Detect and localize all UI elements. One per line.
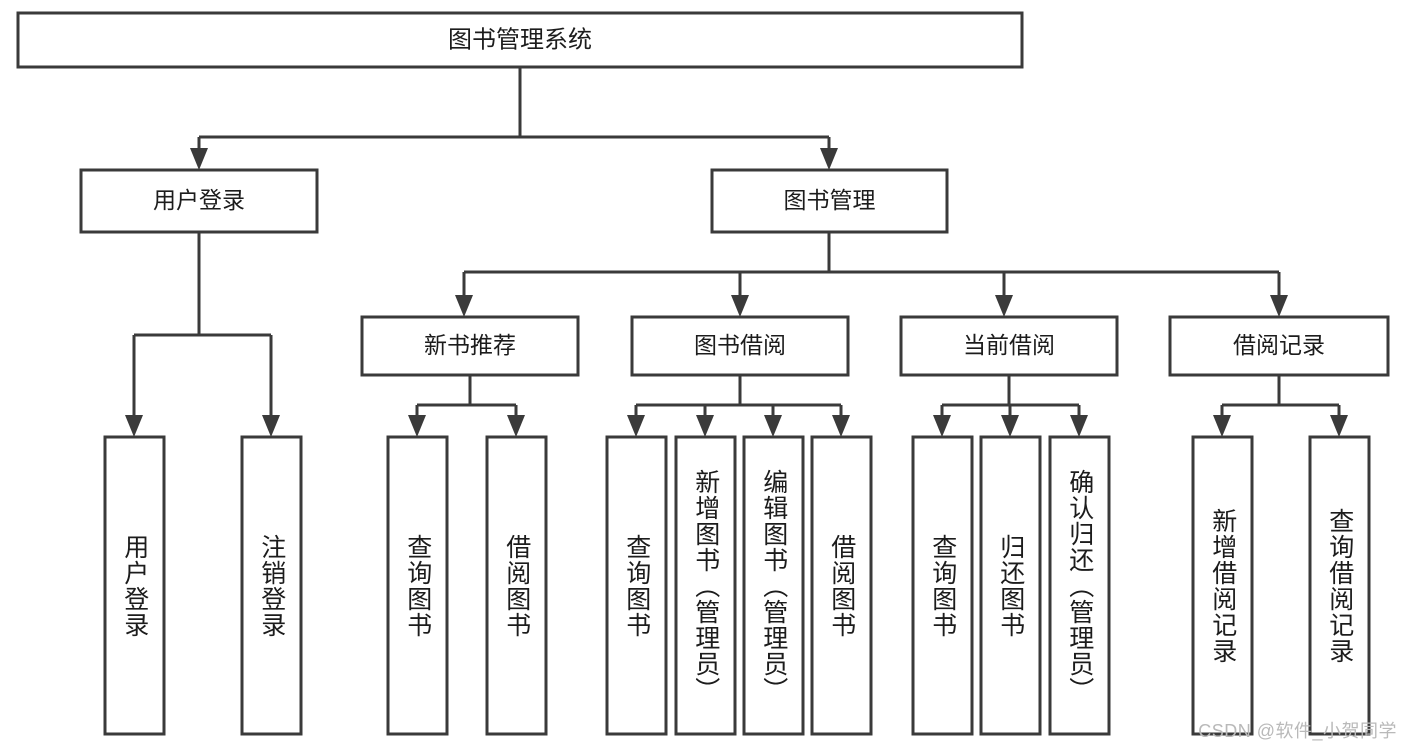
node-new-book-recommend-label: 新书推荐: [424, 332, 516, 358]
arrow-head-icon: [1330, 415, 1348, 437]
arrow-head-icon: [1270, 295, 1288, 317]
node-root-box[interactable]: [16, 11, 1024, 69]
node-leaf-query-record-box[interactable]: [1308, 435, 1371, 736]
node-leaf-user-login-box[interactable]: [103, 435, 166, 736]
node-leaf-logout-box[interactable]: [240, 435, 303, 736]
arrow-head-icon: [832, 415, 850, 437]
node-root-label: 图书管理系统: [448, 26, 592, 53]
arrow-head-icon: [1001, 415, 1019, 437]
node-current-borrow-box[interactable]: [899, 315, 1119, 377]
node-leaf-add-record-box[interactable]: [1191, 435, 1254, 736]
arrow-head-icon: [995, 295, 1013, 317]
node-leaf-borrow-book-2-box[interactable]: [810, 435, 873, 736]
node-book-management-label: 图书管理: [784, 187, 876, 213]
node-current-borrow-label: 当前借阅: [963, 332, 1055, 358]
arrow-head-icon: [933, 415, 951, 437]
arrow-head-icon: [764, 415, 782, 437]
node-leaf-borrow-book-1-box[interactable]: [485, 435, 548, 736]
arrow-head-icon: [455, 295, 473, 317]
node-borrow-record-label: 借阅记录: [1233, 332, 1325, 358]
node-leaf-query-book-1-box[interactable]: [386, 435, 449, 736]
node-user-login-label: 用户登录: [153, 187, 245, 213]
node-user-login-box[interactable]: [79, 168, 319, 234]
node-leaf-query-book-3-box[interactable]: [911, 435, 974, 736]
arrow-head-icon: [820, 148, 838, 170]
arrow-head-icon: [262, 415, 280, 437]
node-new-book-recommend-box[interactable]: [360, 315, 580, 377]
node-book-borrow-box[interactable]: [630, 315, 850, 377]
arrow-head-icon: [696, 415, 714, 437]
arrow-head-icon: [731, 295, 749, 317]
arrow-head-icon: [1070, 415, 1088, 437]
arrow-head-icon: [1213, 415, 1231, 437]
arrow-head-icon: [627, 415, 645, 437]
node-borrow-record-box[interactable]: [1168, 315, 1390, 377]
node-leaf-confirm-return-box[interactable]: [1048, 435, 1111, 736]
arrow-head-icon: [408, 415, 426, 437]
node-book-borrow-label: 图书借阅: [694, 332, 786, 358]
arrow-head-icon: [507, 415, 525, 437]
node-leaf-edit-book-box[interactable]: [742, 435, 805, 736]
arrow-head-icon: [125, 415, 143, 437]
arrow-head-icon: [190, 148, 208, 170]
node-leaf-return-book-box[interactable]: [979, 435, 1042, 736]
node-book-management-box[interactable]: [710, 168, 949, 234]
node-leaf-query-book-2-box[interactable]: [605, 435, 668, 736]
node-leaf-add-book-box[interactable]: [674, 435, 737, 736]
csdn-watermark: CSDN @软件_小贺同学: [1198, 721, 1397, 741]
